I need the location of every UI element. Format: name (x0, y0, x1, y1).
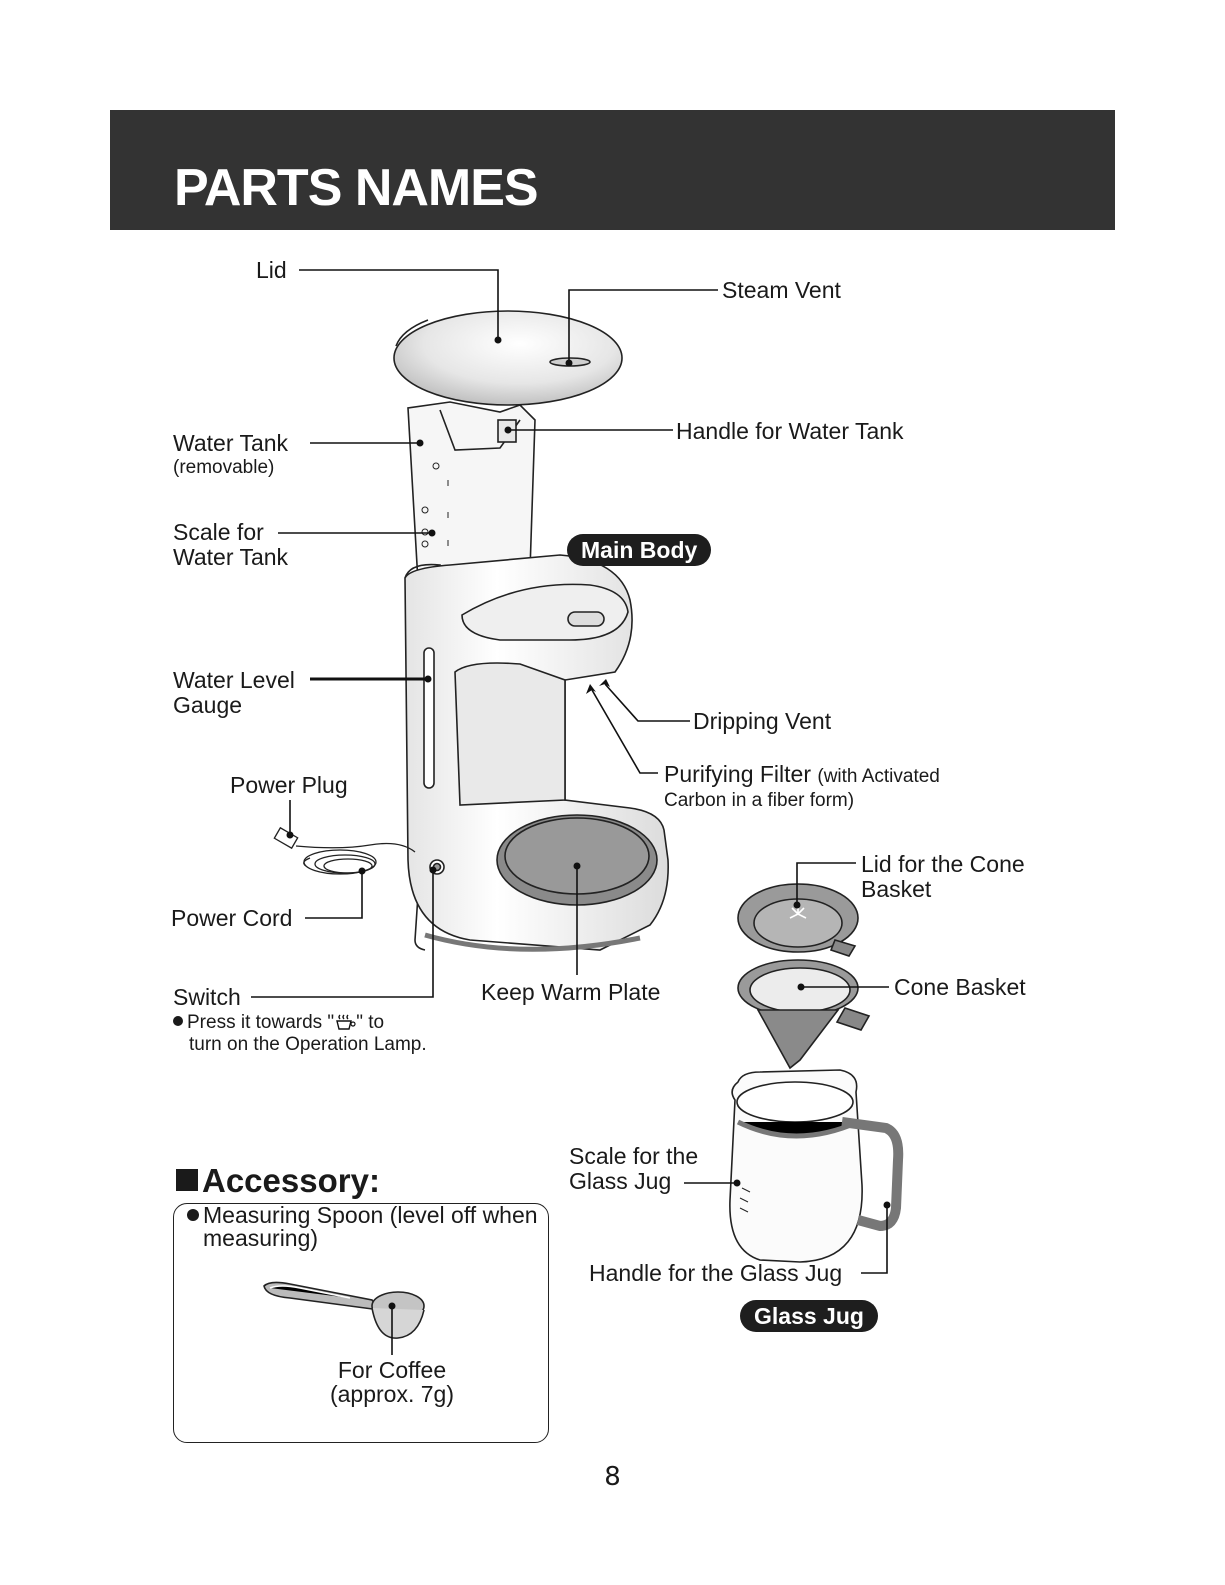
header-bar: PARTS NAMES (110, 110, 1115, 230)
label-water-tank: Water Tank (173, 430, 289, 456)
glass-jug-badge: Glass Jug (740, 1300, 878, 1332)
square-bullet-icon (176, 1169, 198, 1191)
steaming-cup-icon (336, 1014, 356, 1030)
spoon-label-line1: For Coffee (337, 1357, 447, 1383)
label-water-level-line2: Gauge (173, 692, 243, 718)
spoon-label-line2: (approx. 7g) (329, 1381, 454, 1407)
leader-dots (286, 336, 891, 1310)
label-lid: Lid (256, 257, 287, 283)
label-lid-cone-line1: Lid for the Cone (861, 851, 1025, 877)
measuring-spoon-drawing (263, 1281, 425, 1339)
label-scale-jug-line2: Glass Jug (569, 1168, 672, 1194)
accessory-item-line1: Measuring Spoon (level off when (187, 1203, 538, 1228)
label-water-level-line1: Water Level (173, 667, 295, 693)
label-keep-warm-plate: Keep Warm Plate (481, 979, 661, 1005)
label-scale-water-tank-line2: Water Tank (173, 544, 289, 570)
page-title: PARTS NAMES (174, 159, 539, 217)
switch-note-line2: turn on the Operation Lamp. (189, 1034, 427, 1055)
bullet-icon (173, 1016, 183, 1026)
label-purifying-filter-main: Purifying Filter (664, 761, 811, 787)
label-water-tank-note: (removable) (173, 457, 275, 478)
accessory-title-text: Accessory: (202, 1162, 380, 1199)
main-body-badge: Main Body (567, 534, 712, 566)
label-switch: Switch (173, 984, 241, 1010)
accessory-item-text: Measuring Spoon (level off when (203, 1202, 538, 1228)
accessory-item-line2: measuring) (203, 1225, 319, 1251)
leader-arrowheads (586, 679, 610, 694)
label-cone-basket: Cone Basket (894, 974, 1026, 1000)
switch-note-b: " to (356, 1012, 385, 1033)
label-power-plug: Power Plug (230, 772, 348, 798)
cone-basket-drawing (737, 883, 871, 1070)
bullet-icon (187, 1209, 199, 1221)
label-lid-cone-line2: Basket (861, 876, 932, 902)
lid-drawing (393, 310, 623, 406)
label-purifying-filter-note-line2: Carbon in a fiber form) (664, 790, 855, 811)
main-body-drawing (273, 310, 669, 952)
label-power-cord: Power Cord (171, 905, 293, 931)
label-dripping-vent: Dripping Vent (693, 708, 832, 734)
label-scale-water-tank-line1: Scale for (173, 519, 264, 545)
glass-jug-drawing (729, 1069, 904, 1263)
accessory-title: Accessory: (176, 1163, 380, 1199)
base-drawing (404, 554, 669, 952)
label-purifying-filter: Purifying Filter (with Activated (664, 762, 940, 789)
label-handle-water-tank: Handle for Water Tank (676, 418, 904, 444)
label-handle-glass-jug: Handle for the Glass Jug (589, 1260, 843, 1286)
accessory-box (173, 1203, 549, 1443)
label-scale-jug-line1: Scale for the (569, 1143, 699, 1169)
leader-lines (251, 269, 889, 1355)
label-purifying-filter-note: (with Activated (817, 766, 940, 787)
switch-note-a: Press it towards " (187, 1012, 335, 1033)
switch-note-line1: Press it towards " " to (173, 1010, 384, 1035)
power-cord-drawing (273, 826, 416, 875)
page-number: 8 (604, 1462, 621, 1492)
label-steam-vent: Steam Vent (722, 277, 841, 303)
